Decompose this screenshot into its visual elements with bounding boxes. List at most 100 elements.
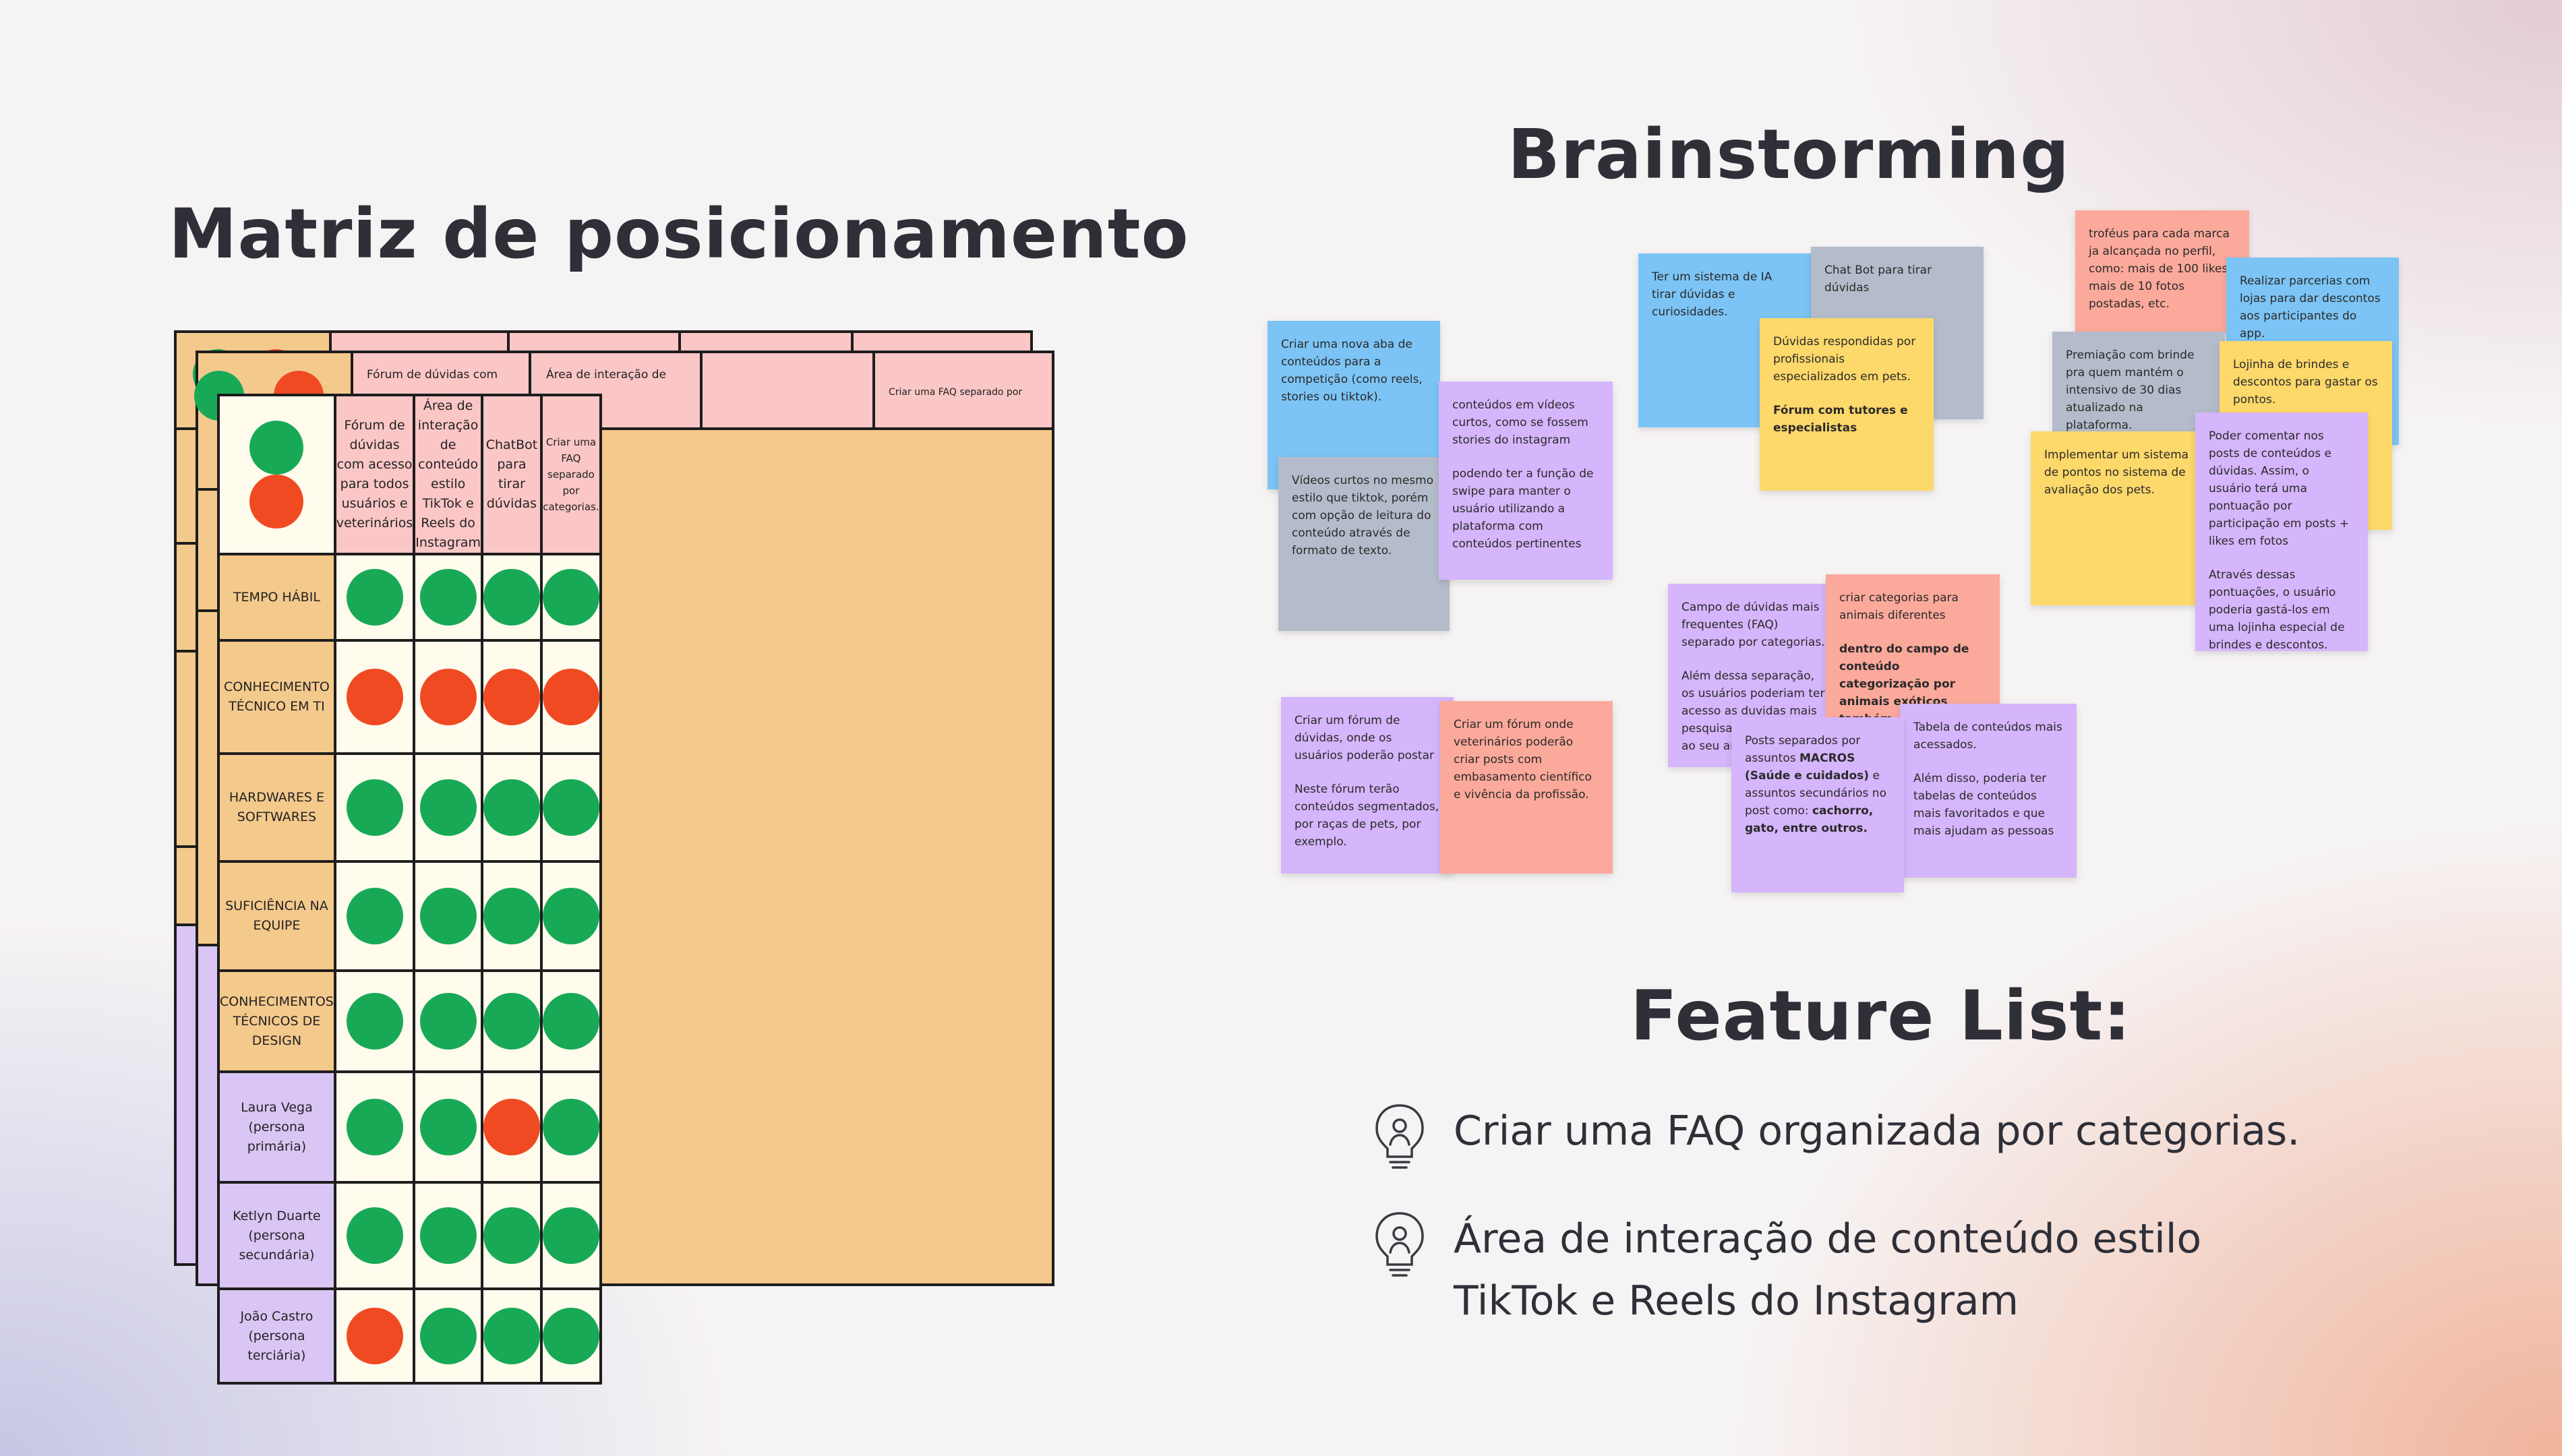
persona-label: Ketlyn Duarte (persona secundária) — [217, 1181, 336, 1290]
feature-list-title: Feature List: — [1630, 976, 2132, 1056]
matrix-cell — [539, 1287, 602, 1385]
persona-label: João Castro (persona terciária) — [217, 1287, 336, 1385]
matrix-row: Laura Vega (persona primária) — [217, 1070, 602, 1184]
green-dot — [483, 888, 540, 944]
green-dot — [419, 779, 477, 836]
green-dot — [542, 779, 599, 836]
legend-green-dot — [249, 421, 304, 475]
lightbulb-user-icon — [1375, 1212, 1424, 1277]
red-dot — [346, 1308, 403, 1364]
matrix-cell — [480, 860, 543, 972]
criteria-label: TEMPO HÁBIL — [217, 553, 336, 642]
matrix-cell — [480, 1070, 543, 1184]
green-dot — [542, 569, 599, 626]
legend-red-dot — [249, 475, 304, 528]
matrix-header-row: Fórum de dúvidas com acesso para todos u… — [217, 394, 602, 555]
matrix-cell — [480, 639, 543, 755]
feature-item: Área de interação de conteúdo estilo Tik… — [1369, 1208, 2201, 1332]
matrix-cell — [480, 752, 543, 863]
lightbulb-user-icon — [1375, 1104, 1424, 1169]
green-dot — [346, 993, 403, 1050]
matrix-cell — [413, 553, 483, 642]
criteria-label: CONHECIMENTO TÉCNICO EM TI — [217, 639, 336, 755]
criteria-label: CONHECIMENTOS TÉCNICOS DE DESIGN — [217, 969, 336, 1073]
green-dot — [346, 569, 403, 626]
green-dot — [419, 888, 477, 944]
sticky-note: Dúvidas respondidas por profissionais es… — [1760, 318, 1934, 491]
green-dot — [419, 993, 477, 1050]
sticky-note: criar categorias para animais diferentes… — [1826, 574, 2000, 726]
column-header: Criar uma FAQ separado por categorias. — [539, 394, 602, 555]
red-dot — [483, 1099, 540, 1155]
green-dot — [419, 569, 477, 626]
back-header-text: Área de interação de — [546, 368, 667, 382]
criteria-label: HARDWARES E SOFTWARES — [217, 752, 336, 863]
matrix-cell — [413, 1070, 483, 1184]
green-dot — [346, 888, 403, 944]
criteria-label: SUFICIÊNCIA NA EQUIPE — [217, 860, 336, 972]
legend-corner — [217, 394, 336, 555]
feature-item: Criar uma FAQ organizada por categorias. — [1369, 1100, 2300, 1174]
green-dot — [542, 1308, 599, 1364]
matrix-title: Matriz de posicionamento — [169, 194, 1189, 274]
feature-text: Área de interação de conteúdo estilo Tik… — [1454, 1215, 2202, 1325]
back-header-text: Criar uma FAQ separado por — [889, 387, 1023, 398]
matrix-cell — [333, 553, 416, 642]
matrix-cell — [333, 969, 416, 1073]
green-dot — [483, 1207, 540, 1264]
matrix-cell — [413, 752, 483, 863]
sticky-note: Vídeos curtos no mesmo estilo que tiktok… — [1278, 457, 1450, 631]
green-dot — [346, 779, 403, 836]
matrix-cell — [333, 1287, 416, 1385]
column-header: Área de interação de conteúdo estilo Tik… — [413, 394, 483, 555]
matrix-row: HARDWARES E SOFTWARES — [217, 752, 602, 863]
matrix-row: Ketlyn Duarte (persona secundária) — [217, 1181, 602, 1290]
matrix-row: TEMPO HÁBIL — [217, 553, 602, 642]
matrix-cell — [480, 553, 543, 642]
green-dot — [346, 1207, 403, 1264]
red-dot — [483, 669, 540, 725]
matrix-row: CONHECIMENTOS TÉCNICOS DE DESIGN — [217, 969, 602, 1073]
green-dot — [542, 1099, 599, 1155]
matrix-cell — [413, 1287, 483, 1385]
column-header: Fórum de dúvidas com acesso para todos u… — [333, 394, 416, 555]
matrix-cell — [539, 1181, 602, 1290]
matrix-cell — [413, 639, 483, 755]
matrix-cell — [333, 639, 416, 755]
green-dot — [542, 993, 599, 1050]
green-dot — [346, 1099, 403, 1155]
matrix-cell — [480, 1181, 543, 1290]
matrix-row: CONHECIMENTO TÉCNICO EM TI — [217, 639, 602, 755]
matrix-cell — [413, 860, 483, 972]
brainstorming-title: Brainstorming — [1508, 115, 2071, 195]
matrix-cell — [480, 969, 543, 1073]
sticky-note: Posts separados por assuntos MACROS (Saú… — [1731, 717, 1904, 892]
sticky-note: Implementar um sistema de pontos no sist… — [2031, 431, 2205, 605]
sticky-note: conteúdos em vídeos curtos, como se foss… — [1439, 382, 1613, 580]
matrix-cell — [333, 752, 416, 863]
persona-label: Laura Vega (persona primária) — [217, 1070, 336, 1184]
sticky-note: Tabela de conteúdos mais acessados.Além … — [1900, 704, 2077, 878]
column-header: ChatBot para tirar dúvidas — [480, 394, 543, 555]
green-dot — [483, 993, 540, 1050]
matrix-cell — [539, 1070, 602, 1184]
matrix-cell — [539, 969, 602, 1073]
sticky-note: Criar um fórum onde veterinários poderão… — [1440, 701, 1613, 874]
matrix-cell — [539, 553, 602, 642]
red-dot — [346, 669, 403, 725]
matrix-cell — [480, 1287, 543, 1385]
green-dot — [419, 1308, 477, 1364]
matrix-cell — [413, 1181, 483, 1290]
matrix-cell — [539, 860, 602, 972]
green-dot — [483, 779, 540, 836]
green-dot — [483, 569, 540, 626]
green-dot — [483, 1308, 540, 1364]
matrix-row: João Castro (persona terciária) — [217, 1287, 602, 1385]
red-dot — [542, 669, 599, 725]
green-dot — [419, 1207, 477, 1264]
green-dot — [419, 1099, 477, 1155]
matrix-cell — [333, 1181, 416, 1290]
matrix-row: SUFICIÊNCIA NA EQUIPE — [217, 860, 602, 972]
matrix-cell — [413, 969, 483, 1073]
sticky-note: troféus para cada marca ja alcançada no … — [2075, 210, 2249, 333]
